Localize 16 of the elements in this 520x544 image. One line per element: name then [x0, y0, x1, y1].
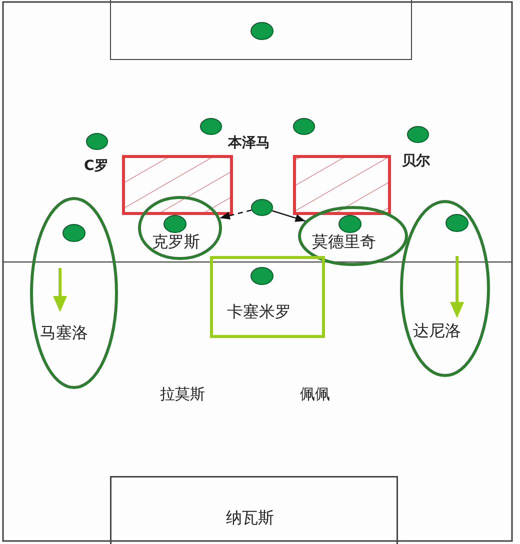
- player-name: 纳瓦斯: [226, 509, 274, 527]
- arrow: [220, 209, 252, 220]
- hatched-box: [122, 155, 233, 215]
- player-name: 马塞洛: [40, 324, 88, 342]
- player-name: 拉莫斯: [160, 385, 205, 403]
- player-name: 贝尔: [402, 152, 430, 170]
- player-name: 本泽马: [228, 134, 270, 152]
- player-name: 佩佩: [300, 385, 330, 403]
- penalty-box: [110, 0, 412, 60]
- arrow: [272, 210, 306, 222]
- player-name: 卡塞米罗: [227, 303, 291, 321]
- player-name: 达尼洛: [413, 322, 461, 340]
- player-name: C罗: [84, 157, 108, 175]
- player-name: 莫德里奇: [312, 233, 376, 251]
- hatched-box: [293, 155, 391, 215]
- player-name: 克罗斯: [152, 233, 200, 251]
